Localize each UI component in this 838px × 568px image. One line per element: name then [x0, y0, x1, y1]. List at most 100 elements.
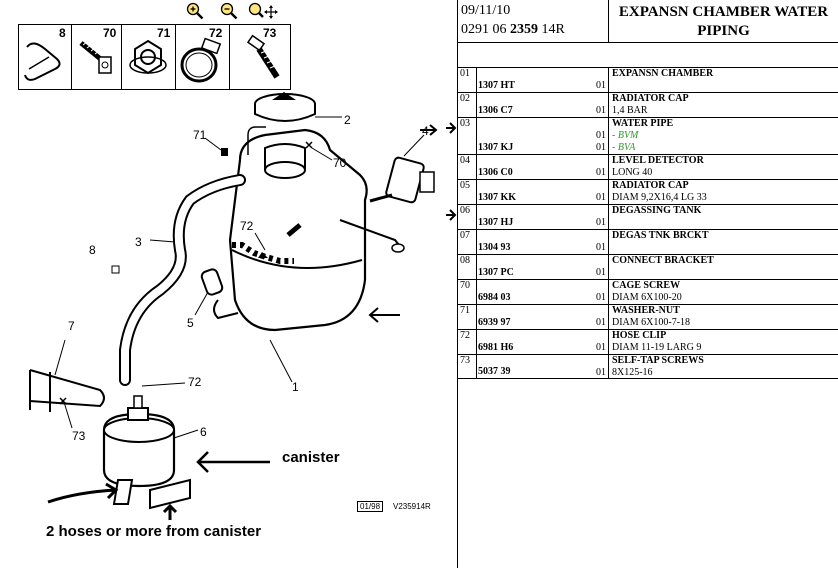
part-name: CONNECT BRACKET	[612, 255, 714, 266]
legend-item-washer-nut[interactable]: 71	[121, 25, 176, 89]
part-reference[interactable]: 5037 39	[478, 366, 511, 377]
part-quantity: 01	[595, 330, 609, 354]
part-reference[interactable]: 1306 C7	[478, 105, 513, 116]
parts-legend: 8 70 71 72	[18, 24, 291, 90]
callout-number: 3	[135, 235, 142, 249]
quantity-value: 01	[596, 167, 606, 178]
part-quantity: 01	[595, 305, 609, 329]
row-index: 05	[458, 180, 477, 204]
callout-number: 70	[333, 156, 347, 170]
part-description: DEGAS TNK BRCKT	[612, 230, 837, 242]
zoom-out-icon[interactable]	[220, 2, 238, 20]
level-detector-drawing	[369, 134, 435, 204]
part-name: SELF-TAP SCREWS	[612, 355, 704, 366]
part-quantity: 01	[595, 180, 609, 204]
row-index: 06	[458, 205, 477, 229]
part-description: CONNECT BRACKET	[612, 255, 837, 267]
part-reference[interactable]: 1304 93	[478, 242, 511, 253]
part-quantity: 01	[595, 205, 609, 229]
legend-item-self-tap-screw[interactable]: 73	[229, 25, 290, 89]
pointer-arrow-icon	[446, 122, 457, 134]
row-index: 70	[458, 280, 477, 304]
parts-list-pane: 09/11/10 0291 06 2359 14R EXPANSN CHAMBE…	[446, 0, 838, 568]
hoses-annotation: 2 hoses or more from canister	[46, 523, 262, 540]
exploded-diagram	[29, 92, 438, 520]
part-spec: DIAM 6X100-20	[612, 292, 682, 303]
quantity-value: 01	[596, 142, 606, 153]
callout-number: 72	[188, 375, 202, 389]
part-reference[interactable]: 1307 HT	[478, 80, 515, 91]
part-reference[interactable]: 1307 HJ	[478, 217, 514, 228]
annotation-arrows	[47, 124, 438, 520]
part-reference[interactable]: 6981 H6	[478, 342, 514, 353]
legend-number: 70	[103, 26, 117, 40]
row-index: 01	[458, 68, 477, 92]
hose-clip-icon	[180, 37, 222, 83]
row-index: 02	[458, 93, 477, 117]
diagram-date-stamp: 01/98	[357, 501, 384, 512]
part-quantity: 01	[595, 155, 609, 179]
quantity-value: 01	[596, 342, 606, 353]
legend-item-bracket[interactable]: 8	[19, 25, 72, 89]
part-spec: LONG 40	[612, 167, 653, 178]
legend-number: 71	[157, 26, 171, 40]
header-date: 09/11/10	[461, 3, 511, 18]
quantity-value: 01	[596, 242, 606, 253]
quantity-value: 01	[596, 80, 606, 91]
part-reference[interactable]: 1307 KJ	[478, 142, 514, 153]
callout-number: 1	[292, 380, 299, 394]
quantity-value: 01	[596, 130, 606, 141]
callout-number: 5	[187, 316, 194, 330]
part-name: WASHER-NUT	[612, 305, 680, 316]
legend-number: 8	[59, 26, 66, 40]
part-description: WATER PIPE- BVM- BVA	[612, 118, 837, 154]
part-reference[interactable]: 1307 PC	[478, 267, 514, 278]
quantity-value: 01	[596, 267, 606, 278]
canister-drawing	[102, 382, 199, 510]
washer-nut-icon	[129, 39, 167, 75]
part-reference[interactable]: 6939 97	[478, 317, 511, 328]
quantity-value: 01	[596, 192, 606, 203]
callout-number: 2	[344, 113, 351, 127]
part-variant[interactable]: - BVA	[612, 142, 636, 153]
page-title: EXPANSN CHAMBER WATER PIPING	[618, 4, 829, 39]
diagram-ref-stamp: V235914R	[393, 502, 431, 511]
part-spec: DIAM 9,2X16,4 LG 33	[612, 192, 707, 203]
part-name: DEGAS TNK BRCKT	[612, 230, 709, 241]
quantity-value: 01	[596, 292, 606, 303]
part-name: RADIATOR CAP	[612, 93, 689, 104]
part-reference[interactable]: 1306 C0	[478, 167, 513, 178]
diagram-pane: 8 70 71 72	[18, 2, 438, 540]
part-reference[interactable]: 1307 KK	[478, 192, 517, 203]
callout-number: 73	[72, 429, 86, 443]
part-reference[interactable]: 6984 03	[478, 292, 511, 303]
zoom-pan-icon[interactable]	[248, 2, 278, 20]
callout-number: 72	[240, 219, 254, 233]
part-quantity: 01	[595, 355, 609, 378]
row-index: 03	[458, 118, 477, 154]
part-quantity: 01	[595, 255, 609, 279]
part-variant[interactable]: - BVM	[612, 130, 639, 141]
legend-item-hose-clip[interactable]: 72	[175, 25, 230, 89]
zoom-in-icon[interactable]	[186, 2, 204, 20]
legend-item-cage-screw[interactable]: 70	[71, 25, 122, 89]
